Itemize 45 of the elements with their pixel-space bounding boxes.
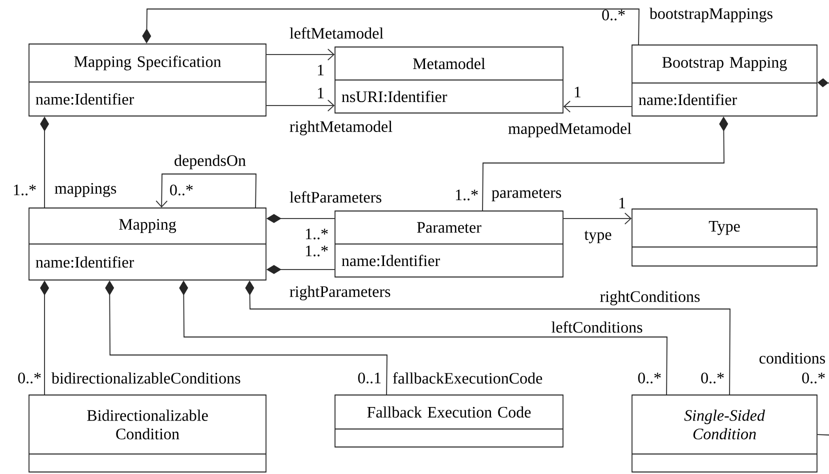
class-box: Single-Sided Condition	[632, 394, 818, 472]
multiplicity-label: 0..*	[701, 372, 724, 384]
multiplicity-label: 0..*	[18, 372, 41, 384]
multiplicity-label: 0..1	[358, 372, 381, 384]
multiplicity-label: 1..*	[456, 190, 478, 200]
association-line	[266, 100, 335, 112]
role-label: bidirectionalizableConditions	[51, 372, 240, 384]
association-line	[817, 434, 829, 436]
multiplicity-label: 0..*	[802, 372, 825, 384]
role-label: type	[584, 230, 612, 244]
role-label: leftMetamodel	[290, 27, 384, 39]
multiplicity-label: 1	[574, 86, 580, 98]
role-label: mappings	[54, 182, 116, 198]
multiplicity-label: 0..*	[602, 10, 625, 20]
role-label: parameters	[492, 188, 562, 202]
role-label: dependsOn	[174, 154, 246, 170]
association-line	[563, 212, 632, 224]
class-box: Fallback Execution Code	[334, 394, 564, 448]
multiplicity-label: 1	[318, 88, 324, 98]
multiplicity-label: 0..*	[638, 372, 661, 384]
class-box: Parameter name:Identifier	[334, 210, 564, 278]
role-label: rightParameters	[290, 286, 390, 300]
class-box: Mapping name:Identifier	[28, 208, 266, 280]
role-label: fallbackExecutionCode	[392, 372, 542, 384]
multiplicity-label: 1	[619, 198, 626, 208]
role-label: bootstrapMappings	[649, 8, 772, 22]
role-label: rightMetamodel	[290, 120, 392, 136]
class-box: Bidirectionalizable Condition	[28, 394, 266, 472]
role-label: conditions	[760, 352, 825, 364]
role-label: leftParameters	[290, 191, 382, 203]
multiplicity-label: 1	[318, 64, 324, 76]
multiplicity-label: 1..*	[306, 246, 328, 256]
role-label: leftConditions	[552, 321, 642, 333]
multiplicity-label: 1..*	[14, 184, 36, 196]
class-box: Bootstrap Mapping name:Identifier	[632, 44, 818, 116]
class-box: Type	[632, 208, 818, 266]
association-line	[142, 8, 640, 45]
class-box: Mapping Specification name:Identifier	[28, 44, 266, 116]
role-label: rightConditions	[600, 290, 700, 306]
association-line	[563, 100, 632, 112]
multiplicity-label: 1..*	[306, 228, 328, 240]
role-label: mappedMetamodel	[508, 122, 632, 138]
association-line	[156, 174, 256, 208]
association-line	[266, 48, 335, 60]
multiplicity-label: 0..*	[170, 184, 193, 196]
